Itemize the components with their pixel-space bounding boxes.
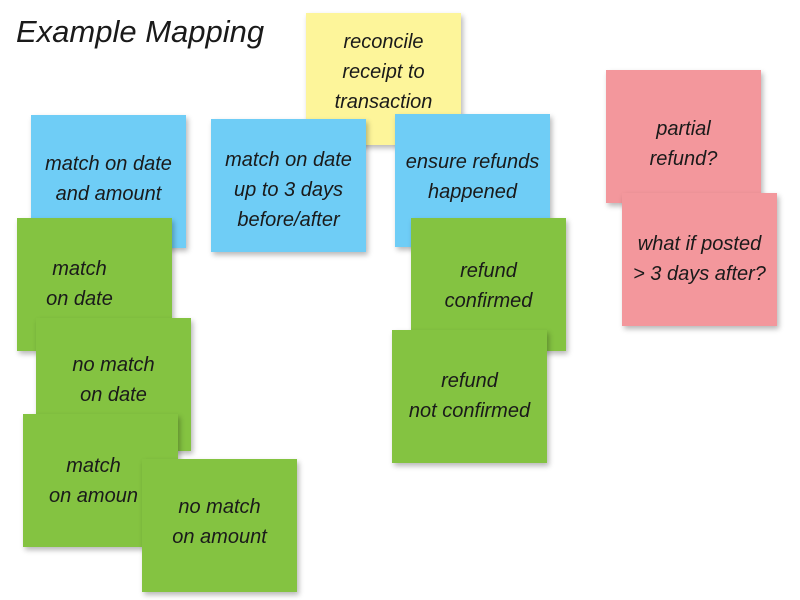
example-card-no-match-on-amount[interactable]: no match on amount	[142, 459, 297, 592]
board-title: Example Mapping	[16, 14, 265, 49]
example-card-text: refund not confirmed	[408, 370, 531, 422]
question-card-what-if-posted[interactable]: what if posted > 3 days after?	[622, 193, 777, 326]
example-card-text: no match on amount	[172, 496, 267, 548]
rule-card-match-3-days[interactable]: match on date up to 3 days before/after	[211, 119, 366, 252]
example-card-refund-confirmed[interactable]: refund confirmed	[411, 218, 566, 351]
example-card-text: refund confirmed	[444, 260, 533, 312]
question-card-text: partial refund?	[649, 118, 718, 170]
story-card-text: reconcile receipt to transaction	[334, 31, 433, 113]
rule-card-text: match on date up to 3 days before/after	[225, 149, 352, 231]
question-card-partial-refund[interactable]: partial refund?	[606, 70, 761, 203]
example-card-text: match on amoun	[49, 455, 138, 507]
example-card-text: match on date	[46, 258, 113, 310]
example-card-text: no match on date	[72, 354, 155, 406]
question-card-text: what if posted > 3 days after?	[633, 233, 766, 285]
rule-card-text: ensure refunds happened	[405, 151, 540, 203]
rule-card-text: match on date and amount	[45, 153, 172, 205]
example-card-refund-not-confirmed[interactable]: refund not confirmed	[392, 330, 547, 463]
